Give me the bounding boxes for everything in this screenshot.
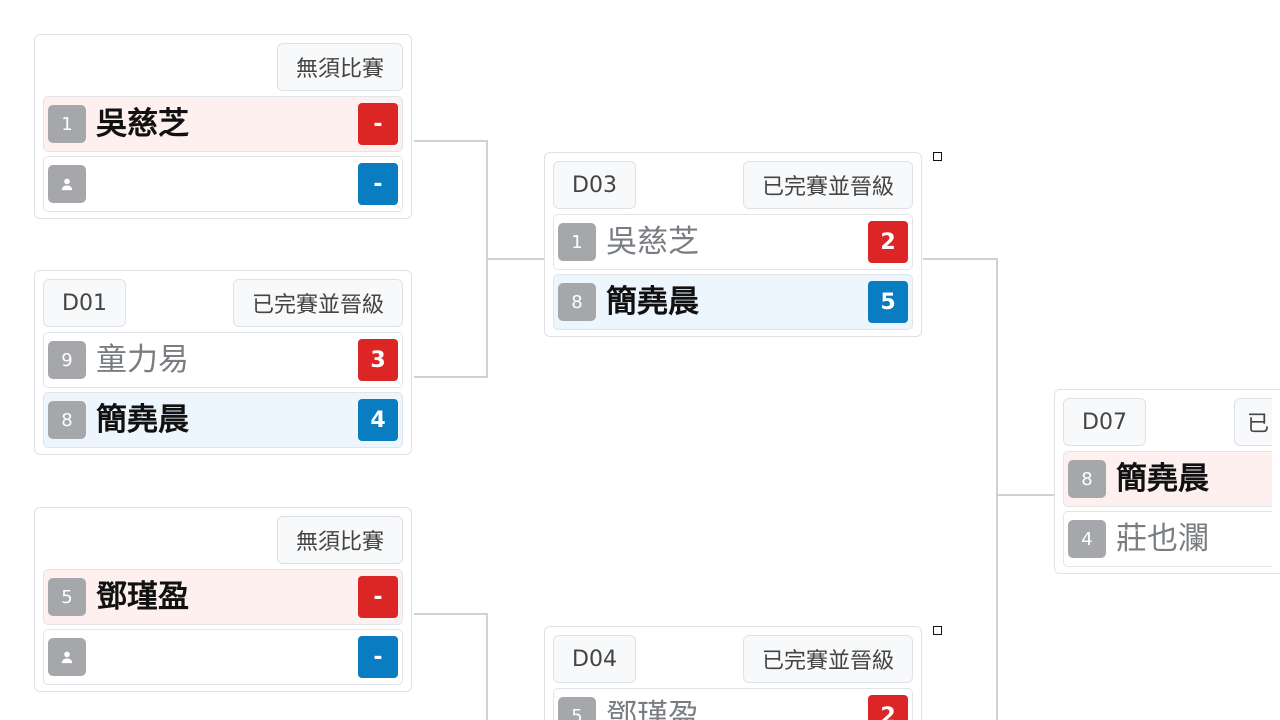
connector-line (414, 376, 487, 378)
connector-line (486, 613, 488, 720)
match-code: D03 (553, 161, 636, 209)
score-box: - (358, 636, 398, 678)
score-box: - (358, 576, 398, 618)
player-name: 簡堯晨 (606, 283, 699, 320)
player-name: 鄧瑾盈 (96, 578, 189, 615)
match-code: D07 (1063, 398, 1146, 446)
seed-badge: 1 (558, 223, 596, 261)
match-card[interactable]: D07 已 8 簡堯晨 4 莊也瀾 (1054, 389, 1280, 574)
seed-badge: 8 (558, 283, 596, 321)
match-player-row[interactable]: 1 吳慈芝 2 (553, 214, 913, 270)
player-name: 吳慈芝 (606, 223, 699, 260)
match-card[interactable]: D04 已完賽並晉級 5 鄧瑾盈 2 (544, 626, 922, 720)
match-status-badge: 已完賽並晉級 (232, 279, 403, 327)
match-card[interactable]: 無須比賽 1 吳慈芝 - - (34, 34, 412, 219)
connector-line (486, 258, 544, 260)
player-name: 童力易 (96, 341, 189, 378)
score-box: 2 (868, 695, 908, 720)
match-status-badge: 已 (1234, 398, 1272, 446)
resize-handle[interactable] (933, 626, 942, 635)
match-status-badge: 無須比賽 (276, 516, 403, 564)
connector-line (414, 613, 487, 615)
seed-badge: 9 (48, 341, 86, 379)
score-box: 2 (868, 221, 908, 263)
seed-badge: 5 (558, 697, 596, 720)
seed-badge: 5 (48, 578, 86, 616)
seed-badge: 4 (1068, 520, 1106, 558)
score-box: - (358, 163, 398, 205)
match-player-row[interactable]: 4 莊也瀾 (1063, 511, 1272, 567)
connector-line (414, 140, 487, 142)
score-box: - (358, 103, 398, 145)
match-player-row[interactable]: 8 簡堯晨 4 (43, 392, 403, 448)
match-status-badge: 已完賽並晉級 (742, 161, 913, 209)
player-name: 簡堯晨 (1116, 460, 1209, 497)
score-box: 4 (358, 399, 398, 441)
player-name: 簡堯晨 (96, 401, 189, 438)
connector-line (923, 258, 997, 260)
match-player-row[interactable]: 8 簡堯晨 5 (553, 274, 913, 330)
match-code: D04 (553, 635, 636, 683)
person-icon (48, 638, 86, 676)
person-icon (48, 165, 86, 203)
player-name: 吳慈芝 (96, 105, 189, 142)
match-player-row[interactable]: 1 吳慈芝 - (43, 96, 403, 152)
match-status-badge: 已完賽並晉級 (742, 635, 913, 683)
seed-badge: 1 (48, 105, 86, 143)
score-box: 5 (868, 281, 908, 323)
player-name: 莊也瀾 (1116, 520, 1209, 557)
match-player-row[interactable]: 5 鄧瑾盈 2 (553, 688, 913, 720)
match-player-row[interactable]: 5 鄧瑾盈 - (43, 569, 403, 625)
seed-badge: 8 (48, 401, 86, 439)
resize-handle[interactable] (933, 152, 942, 161)
match-player-row[interactable]: 8 簡堯晨 (1063, 451, 1272, 507)
match-card[interactable]: D01 已完賽並晉級 9 童力易 3 8 簡堯晨 4 (34, 270, 412, 455)
seed-badge: 8 (1068, 460, 1106, 498)
player-name: 鄧瑾盈 (606, 697, 699, 720)
match-card[interactable]: D03 已完賽並晉級 1 吳慈芝 2 8 簡堯晨 5 (544, 152, 922, 337)
match-player-row[interactable]: 9 童力易 3 (43, 332, 403, 388)
match-code: D01 (43, 279, 126, 327)
connector-line (996, 494, 1054, 496)
connector-line (996, 258, 998, 720)
match-status-badge: 無須比賽 (276, 43, 403, 91)
score-box: 3 (358, 339, 398, 381)
match-player-row[interactable]: - (43, 156, 403, 212)
match-player-row[interactable]: - (43, 629, 403, 685)
match-card[interactable]: 無須比賽 5 鄧瑾盈 - - (34, 507, 412, 692)
